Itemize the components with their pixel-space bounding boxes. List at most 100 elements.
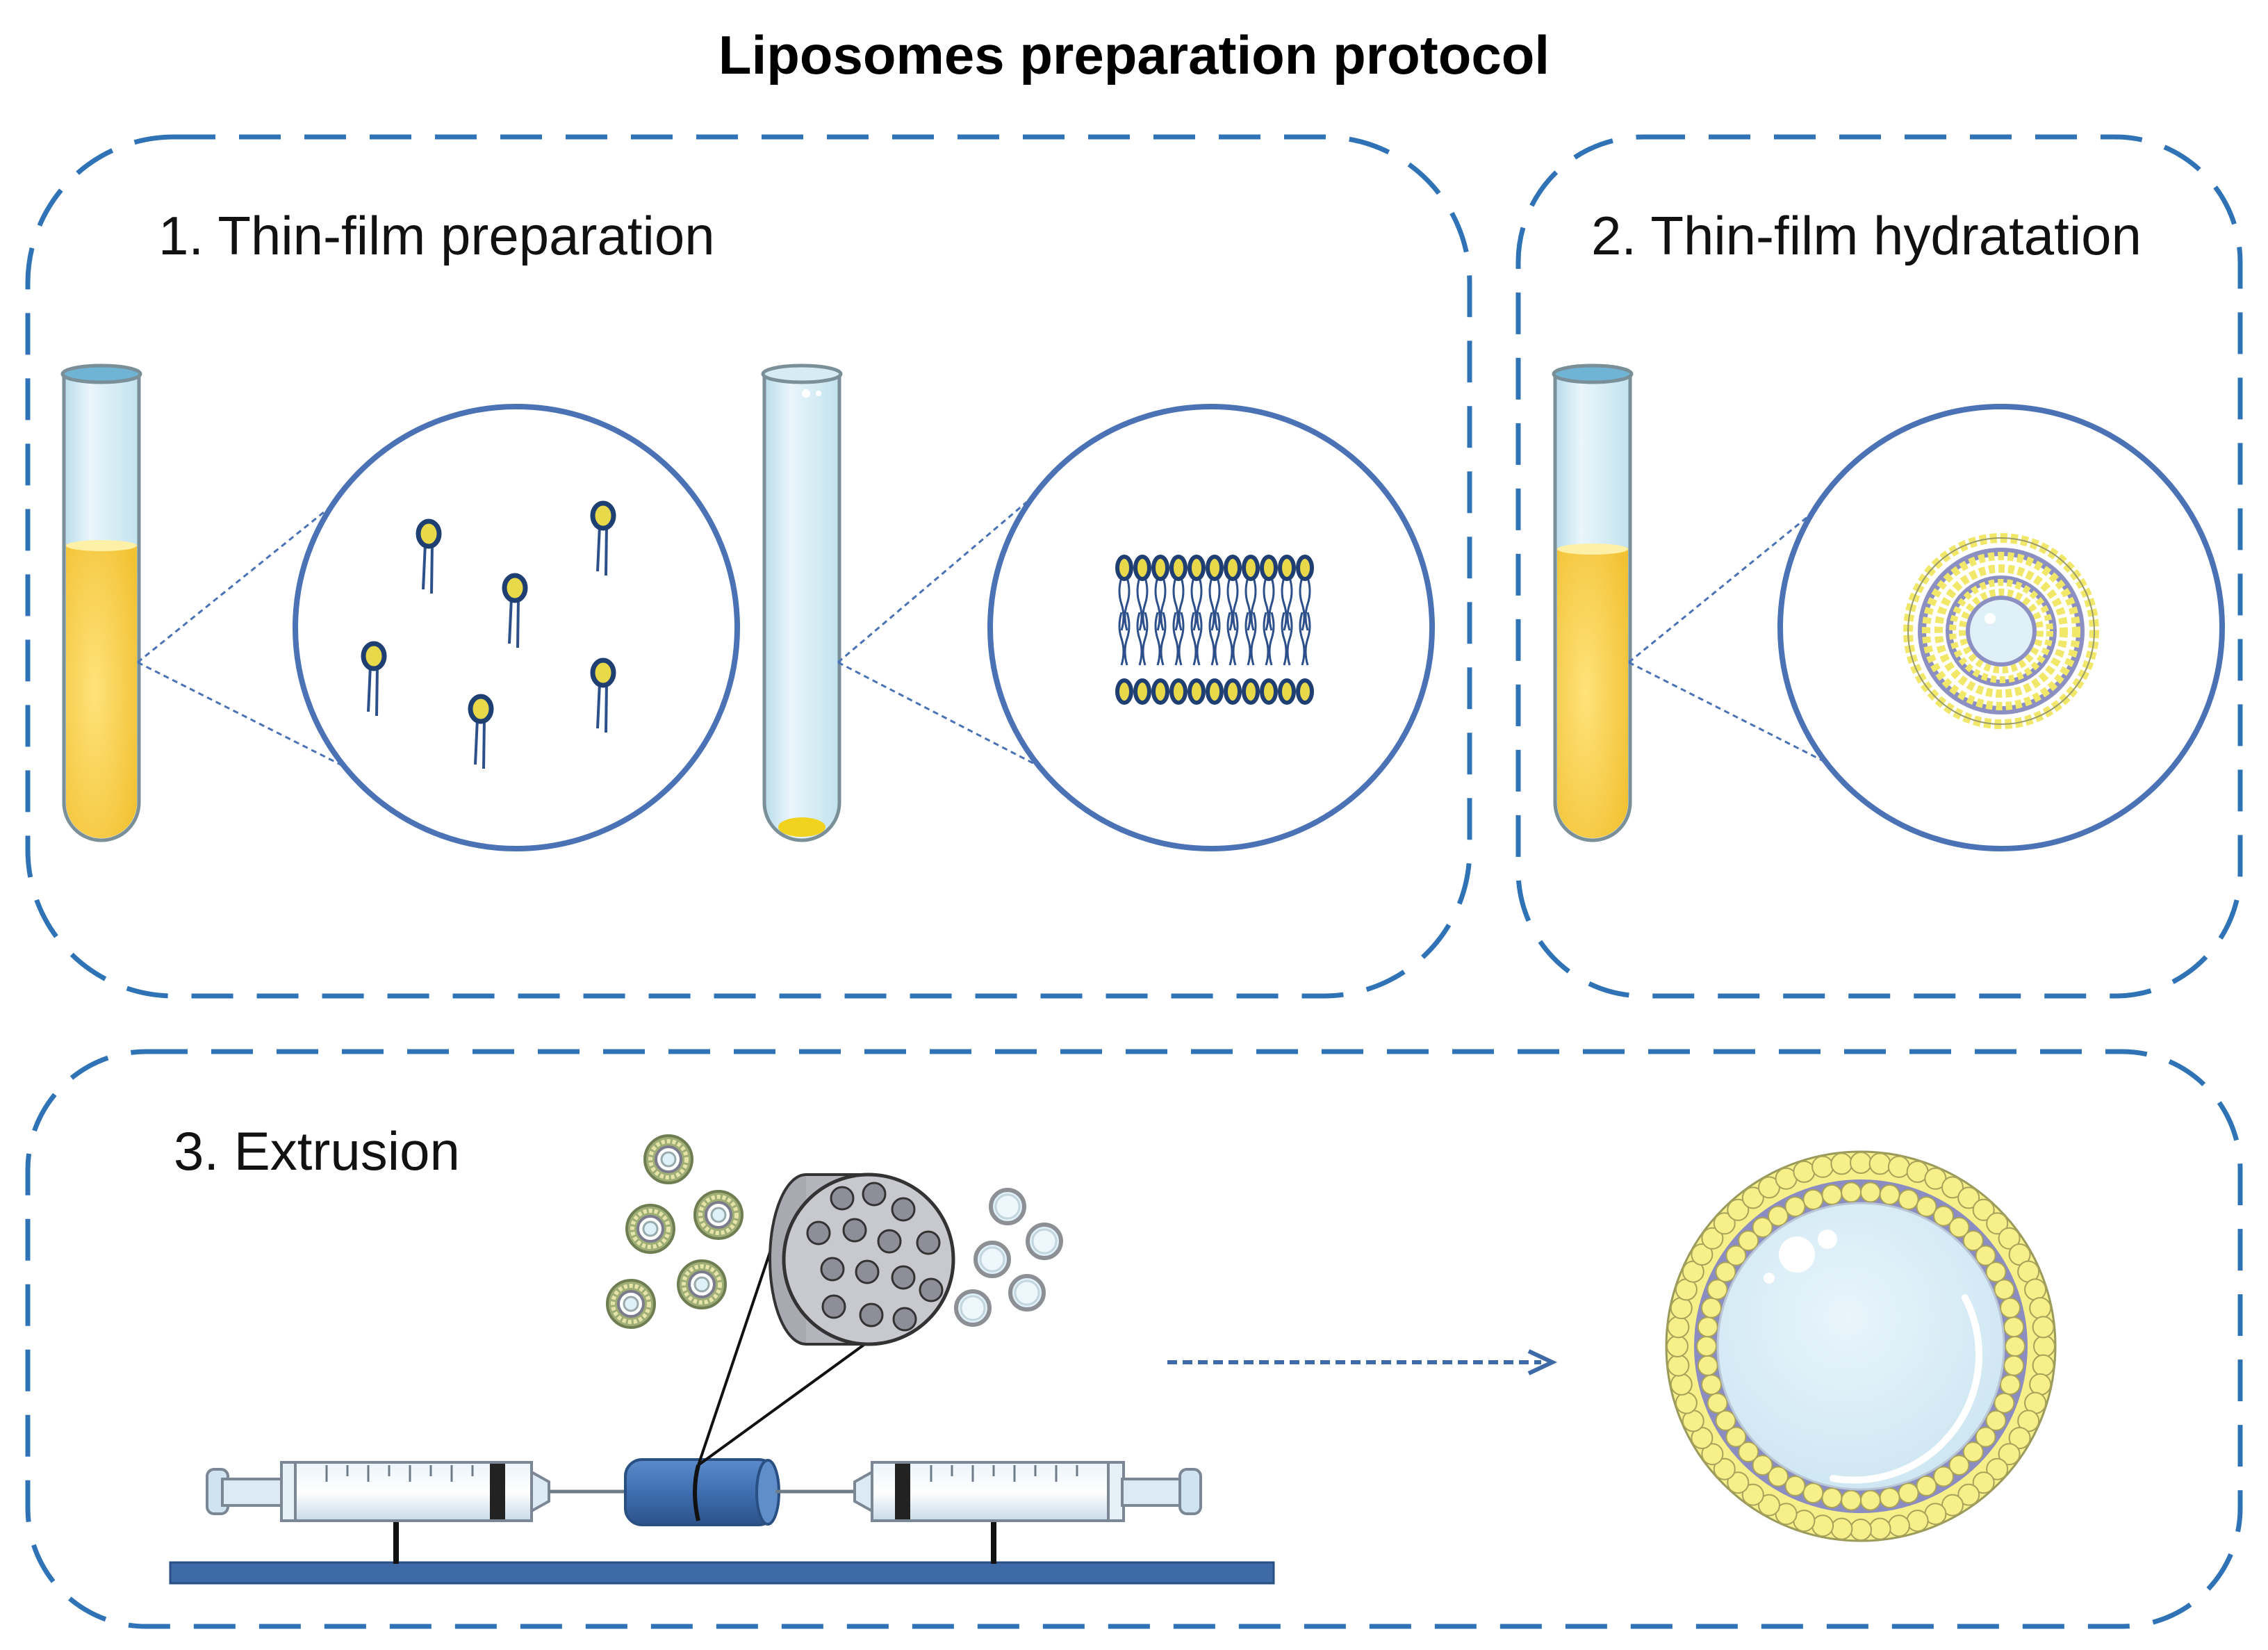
lipid-head bbox=[1725, 1245, 1747, 1266]
final-liposome bbox=[1665, 1150, 2057, 1542]
lipid-head bbox=[1741, 1186, 1764, 1209]
lipid-head bbox=[1879, 1487, 1900, 1509]
liposome-large bbox=[627, 1205, 674, 1252]
liposome-large bbox=[695, 1191, 742, 1239]
support-bar bbox=[169, 1561, 1275, 1585]
lipid-head bbox=[1701, 1374, 1722, 1396]
lipid-head bbox=[1998, 1227, 2021, 1250]
inner-lipid-heads bbox=[1696, 1182, 2025, 1511]
lipid-head bbox=[1994, 1279, 2015, 1300]
lipid-head bbox=[1941, 1176, 1964, 1199]
lipid-head bbox=[1768, 1205, 1789, 1227]
lipid-head bbox=[1962, 1441, 1984, 1462]
extruder-holder bbox=[624, 1458, 780, 1526]
lipid-head bbox=[1868, 1152, 1891, 1175]
lipid-head bbox=[1741, 1483, 1764, 1506]
lipid-head bbox=[1696, 1336, 1717, 1357]
lipid-head bbox=[1713, 1457, 1736, 1480]
liposome-large bbox=[645, 1136, 692, 1183]
lipid-head bbox=[1667, 1354, 1690, 1377]
lipid-head bbox=[1933, 1205, 1954, 1227]
lipid-head bbox=[1879, 1184, 1900, 1205]
lipid-head bbox=[1868, 1517, 1891, 1540]
lipid-head bbox=[1738, 1441, 1759, 1462]
filter-pores bbox=[806, 1182, 944, 1332]
vesicle-small bbox=[1028, 1225, 1061, 1258]
lipid-head bbox=[1985, 1261, 2007, 1283]
lipid-head bbox=[1670, 1373, 1693, 1396]
syringe-left bbox=[206, 1461, 625, 1522]
lipid-head bbox=[1793, 1160, 1816, 1183]
lipid-head bbox=[1986, 1457, 2009, 1480]
zoom-lines-2 bbox=[837, 500, 1050, 773]
lipid-head bbox=[1715, 1410, 1736, 1431]
lipid-head bbox=[1898, 1482, 1919, 1504]
lipid-head bbox=[1752, 1216, 1773, 1238]
lipid-head bbox=[1948, 1455, 1970, 1476]
liposome-large bbox=[678, 1261, 725, 1308]
lipid-head bbox=[1841, 1182, 1862, 1203]
panel-3-frame bbox=[25, 1049, 2243, 1629]
lipid-head bbox=[1962, 1230, 1984, 1251]
lipid-head bbox=[1811, 1514, 1834, 1537]
diagram-title: Liposomes preparation protocol bbox=[718, 24, 1550, 85]
vesicle-small bbox=[1010, 1276, 1044, 1309]
test-tube-lipid-solution bbox=[60, 364, 142, 842]
lipid-head bbox=[1821, 1184, 1843, 1205]
lipid-head bbox=[1972, 1198, 1995, 1221]
lipid-head bbox=[1707, 1392, 1728, 1414]
multilamellar-liposomes-input bbox=[607, 1136, 742, 1328]
lipid-head bbox=[1675, 1391, 1698, 1414]
test-tube-hydrated bbox=[1552, 364, 1634, 842]
panel-3-label: 3. Extrusion bbox=[174, 1120, 460, 1182]
lipid-head bbox=[1811, 1155, 1834, 1178]
lipid-head bbox=[1701, 1443, 1724, 1466]
lipid-head bbox=[1725, 1426, 1747, 1448]
lipid-head bbox=[1975, 1426, 1996, 1448]
lipid-head bbox=[1948, 1216, 1970, 1238]
lipid-head bbox=[1972, 1471, 1995, 1494]
lipid-head bbox=[2000, 1374, 2021, 1396]
lipid-head bbox=[1768, 1466, 1789, 1487]
lipid-head bbox=[1906, 1510, 1929, 1533]
filter-zoom-lines bbox=[697, 1243, 870, 1467]
lipid-head bbox=[2033, 1335, 2055, 1357]
lipid-head bbox=[1707, 1279, 1728, 1300]
panel-2-label: 2. Thin-film hydratation bbox=[1591, 205, 2142, 266]
magnifier-multilamellar-vesicle bbox=[1777, 404, 2225, 851]
lipid-head bbox=[2005, 1336, 2025, 1357]
lipid-head bbox=[1916, 1196, 1937, 1218]
lipid-head bbox=[2032, 1354, 2055, 1377]
panel-2-frame bbox=[1515, 134, 2243, 999]
lipid-head bbox=[1859, 1182, 1881, 1203]
panel-1-frame bbox=[25, 134, 1472, 999]
lipid-head bbox=[1715, 1261, 1736, 1283]
lipid-head bbox=[2008, 1427, 2031, 1449]
lipid-head bbox=[1994, 1392, 2015, 1414]
lipid-head bbox=[2032, 1316, 2055, 1339]
lipid-head bbox=[2000, 1297, 2021, 1318]
lipid-head bbox=[2003, 1316, 2025, 1338]
lipid-head bbox=[1957, 1186, 1980, 1209]
lipid-head bbox=[1666, 1335, 1688, 1357]
zoom-lines-3 bbox=[1628, 500, 1842, 771]
lipid-head bbox=[1850, 1152, 1872, 1174]
lipid-head bbox=[1784, 1475, 1806, 1496]
lipid-head bbox=[1727, 1198, 1750, 1221]
lipid-head bbox=[2029, 1297, 2052, 1320]
lipid-head bbox=[1821, 1487, 1843, 1509]
lipid-head bbox=[1802, 1189, 1824, 1210]
vesicle-small bbox=[991, 1190, 1024, 1223]
lipid-head bbox=[1701, 1227, 1724, 1250]
unilamellar-vesicles-output bbox=[956, 1190, 1061, 1325]
magnifier-free-lipids bbox=[293, 404, 740, 851]
lipid-head bbox=[2003, 1355, 2025, 1376]
lipid-head bbox=[2029, 1373, 2052, 1396]
filter-membrane bbox=[769, 1173, 955, 1346]
process-arrow bbox=[1167, 1349, 1558, 1375]
magnifier-lipid-bilayer bbox=[987, 404, 1435, 851]
lipid-head bbox=[1986, 1212, 2009, 1235]
lipid-head bbox=[1713, 1212, 1736, 1235]
lipid-head bbox=[1933, 1466, 1954, 1487]
